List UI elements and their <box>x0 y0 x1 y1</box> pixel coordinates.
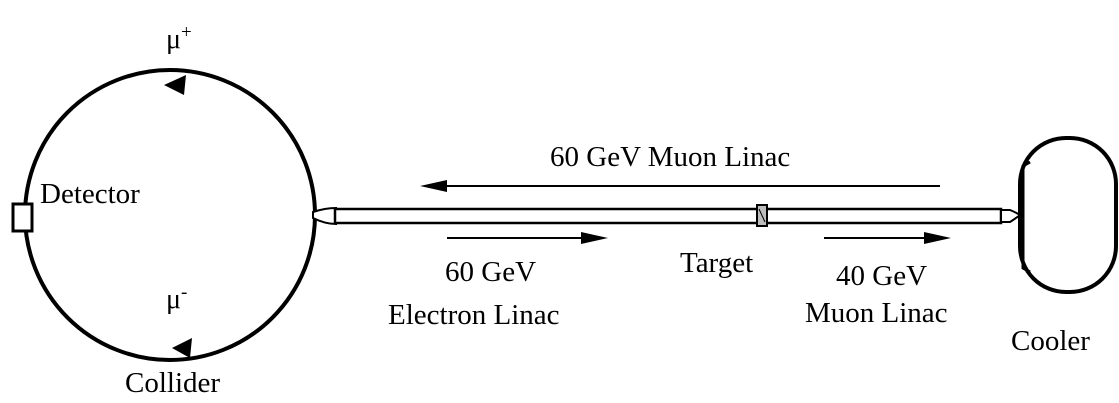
cooler-flange <box>1021 160 1031 274</box>
muon-linac-60-label: 60 GeV Muon Linac <box>550 141 790 173</box>
muon-linac-60-arrowhead <box>420 180 447 192</box>
mu-plus-direction-arrowhead <box>164 75 186 95</box>
target-label: Target <box>680 247 753 279</box>
detector-label: Detector <box>40 178 140 210</box>
mu-plus-label: μ+ <box>166 22 192 55</box>
linac-beam-pipe <box>333 207 1003 225</box>
collider-ring <box>23 68 317 362</box>
cooler-funnel <box>1000 209 1022 223</box>
mu-minus-direction-arrowhead <box>172 338 192 358</box>
mu-minus-label: μ- <box>166 282 187 315</box>
electron-linac-name-label: Electron Linac <box>388 299 560 331</box>
collider-label: Collider <box>125 367 220 399</box>
cooler-label: Cooler <box>1011 325 1090 357</box>
muon-linac-40-arrowhead <box>924 232 951 244</box>
detector-box <box>11 202 34 233</box>
muon-linac-40-energy-label: 40 GeV <box>836 260 927 292</box>
cooler-body <box>1018 136 1118 294</box>
electron-linac-energy-label: 60 GeV <box>445 256 536 288</box>
muon-linac-40-name-label: Muon Linac <box>805 297 948 329</box>
target-hatch <box>758 208 766 223</box>
electron-linac-arrowhead <box>581 232 608 244</box>
